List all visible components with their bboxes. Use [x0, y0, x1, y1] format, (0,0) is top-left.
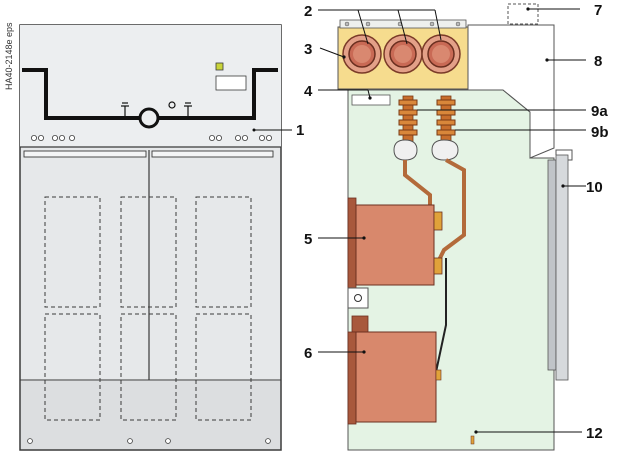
- side-panel: [555, 154, 569, 381]
- base-plate: [21, 381, 280, 449]
- file-tag: HA40-2148e eps: [4, 22, 14, 90]
- ct-mount: [347, 197, 357, 289]
- callout-4: 4: [304, 83, 313, 100]
- callout-8: 8: [594, 53, 602, 70]
- dashed-windows: [44, 196, 252, 421]
- callout-leaders: [318, 8, 586, 433]
- housing-lid: [339, 19, 467, 29]
- side-panel-hook: [555, 149, 573, 161]
- side-rail-inner: [547, 159, 557, 371]
- ct-terminal-top: [433, 211, 443, 231]
- front-view: [19, 24, 292, 451]
- current-transformer: [355, 204, 435, 286]
- mimic-indicator-symbol: [168, 101, 176, 109]
- callout-leader-dots: [342, 7, 565, 434]
- callout-2: 2: [304, 3, 312, 20]
- optional-top-box: [507, 3, 539, 25]
- ct-terminal-bottom: [433, 257, 443, 275]
- mimic-breaker-symbol: [138, 107, 160, 129]
- callout-5: 5: [304, 231, 312, 248]
- callout-1: 1: [296, 122, 304, 139]
- label-plate: [215, 75, 247, 91]
- indicator-lamp: [215, 62, 224, 71]
- callout-3: 3: [304, 41, 312, 58]
- door-handle-right: [151, 150, 274, 158]
- callout-12: 12: [586, 425, 603, 442]
- termination-right: [431, 139, 459, 161]
- callout-6: 6: [304, 345, 312, 362]
- door-handle-left: [23, 150, 147, 158]
- vt-mount: [347, 331, 357, 425]
- callout-10: 10: [586, 179, 603, 196]
- callout-9a: 9a: [591, 103, 608, 120]
- vt-top-block: [351, 315, 369, 333]
- bracket-hole: [354, 294, 362, 302]
- small-panel: [351, 94, 391, 106]
- busbars: [342, 34, 461, 74]
- callout-7: 7: [594, 2, 602, 19]
- mimic-earth-symbol: [121, 102, 192, 116]
- termination-left: [393, 139, 418, 161]
- operating-holes-row: [30, 134, 272, 141]
- section-view: [337, 3, 573, 451]
- earthing-point: [470, 435, 475, 445]
- voltage-transformer: [355, 331, 437, 423]
- bottom-holes: [27, 438, 271, 444]
- conductor-right: [436, 158, 466, 263]
- vt-terminal: [435, 369, 442, 381]
- pressure-relief-duct: [467, 24, 555, 159]
- earth-cable: [435, 258, 447, 373]
- callout-9b: 9b: [591, 124, 609, 141]
